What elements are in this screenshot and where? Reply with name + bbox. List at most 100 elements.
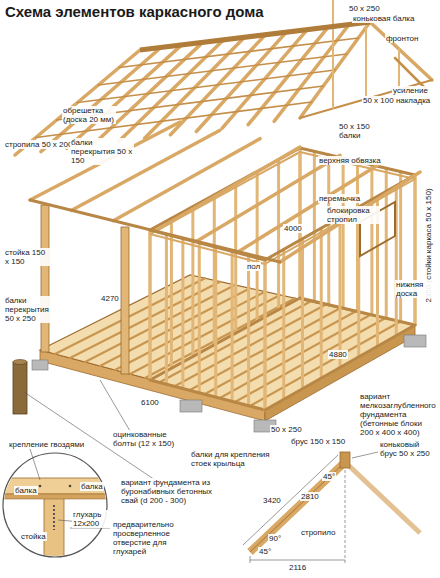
top-plate	[300, 152, 415, 179]
wall-stud	[399, 172, 402, 322]
ceiling-beam	[238, 164, 380, 252]
wall-stud	[247, 256, 250, 406]
callout-label: 45°	[258, 547, 272, 556]
title: Схема элементов каркасного дома	[5, 3, 263, 20]
callout-label: балки для крепления стоек крыльца	[190, 450, 277, 468]
callout-label: коньковый брус 50 х 250	[379, 440, 437, 458]
floor-joist	[220, 315, 370, 398]
concrete-pile	[13, 360, 27, 365]
wall-stud	[301, 239, 304, 389]
callout-label: брус 150 х 150	[290, 437, 346, 446]
wall-stud	[181, 239, 184, 389]
wall-stud	[264, 260, 267, 410]
bottom-plate	[150, 380, 265, 410]
concrete-block	[32, 360, 48, 370]
callout-label: стойка	[20, 532, 47, 541]
post	[44, 495, 64, 565]
roof-batten	[36, 102, 312, 138]
wall-stud	[414, 175, 417, 325]
rafter	[250, 462, 345, 552]
dimension-line	[250, 560, 345, 561]
gable-stud	[332, 0, 334, 108]
callout-label: верхняя обвязка	[318, 156, 382, 165]
callout-label: оцинкованные болты (12 х 150)	[112, 430, 176, 448]
callout-label: балки перекрытия 50 х 250	[4, 296, 58, 323]
wall-stud	[339, 218, 342, 368]
nail	[69, 485, 72, 488]
callout-label: крепление гвоздями	[8, 440, 85, 449]
wall-stud	[277, 160, 280, 310]
wall-stud	[149, 230, 152, 380]
rafter-edge	[250, 462, 345, 552]
callout-label: 2116	[288, 563, 307, 572]
callout-label: 2810	[300, 492, 320, 501]
nail	[39, 485, 42, 488]
floor-joist	[235, 318, 385, 402]
callout-label: нижняя доска	[395, 280, 437, 298]
callout-label: балка	[14, 486, 38, 495]
floor-joist	[70, 282, 220, 358]
reinforcement-board	[395, 58, 425, 88]
roof-batten	[119, 38, 358, 68]
callout-label: 4270	[100, 294, 120, 303]
callout-label: коньковая балка	[352, 14, 415, 23]
ceiling-beam	[280, 172, 420, 262]
callout-label: 45°	[322, 472, 336, 481]
ceiling-beam	[155, 147, 300, 231]
bolt	[53, 505, 55, 530]
callout-label: 4880	[328, 350, 348, 359]
porch-post	[41, 205, 49, 352]
leader-line	[30, 449, 40, 480]
wall-stud	[214, 247, 217, 397]
roof-batten	[78, 70, 336, 103]
gable-rafter	[370, 22, 432, 80]
dimension-line	[345, 470, 346, 563]
callout-label: стропила 50 х 200	[4, 140, 73, 149]
callout-label: 50 х 250	[270, 425, 303, 434]
wall-stud	[342, 158, 345, 308]
callout-label: стойка 150 х 150	[4, 248, 51, 266]
floor-joist	[85, 285, 235, 362]
concrete-block	[180, 400, 202, 412]
wall-stud	[282, 249, 285, 399]
callout-label: 50 х 100 накладка	[362, 96, 431, 105]
ceiling-beam	[113, 139, 260, 221]
wall-stud	[234, 183, 237, 333]
wall-stud	[370, 165, 373, 315]
callout-label: 50 х 150 балки	[338, 122, 378, 140]
wall-stud	[313, 151, 316, 301]
callout-label: вариант фундамента из буронабивных бетон…	[120, 478, 232, 505]
callout-label: 3420	[262, 496, 282, 505]
wall-stud	[264, 260, 267, 410]
gable-stud	[365, 18, 367, 99]
callout-label: 4000	[283, 224, 303, 233]
callout-label: балка	[80, 482, 104, 491]
porch-post	[121, 227, 129, 374]
ridge-beam	[140, 22, 370, 50]
callout-label: перемычка	[318, 194, 361, 203]
callout-label: обрешетка (доска 20 мм)	[62, 106, 116, 124]
callout-label: 50 х 250	[348, 4, 381, 13]
wall-stud	[198, 243, 201, 393]
beam	[0, 478, 110, 494]
leader-line	[352, 452, 378, 458]
callout-label: вариант мелкозаглубленного фундамента (б…	[359, 392, 437, 437]
wall-stud	[231, 251, 234, 401]
callout-label: предварительно просверленное отверстие д…	[112, 520, 186, 556]
porch-beam	[30, 200, 280, 262]
wall-stud	[320, 228, 323, 378]
callout-label: 90°	[268, 534, 282, 543]
rafter	[345, 462, 420, 533]
concrete-block	[404, 335, 426, 347]
callout-label: фронтон	[385, 34, 419, 43]
wall-stud	[414, 175, 417, 325]
dimension-line	[243, 455, 338, 545]
callout-label: пол	[246, 262, 261, 271]
ridge-beam	[340, 452, 350, 468]
bottom-plate	[150, 298, 300, 380]
callout-label: блокировка стропил	[326, 206, 380, 224]
roof-batten	[98, 54, 346, 85]
concrete-pile	[13, 362, 27, 414]
wall-stud	[149, 230, 152, 380]
